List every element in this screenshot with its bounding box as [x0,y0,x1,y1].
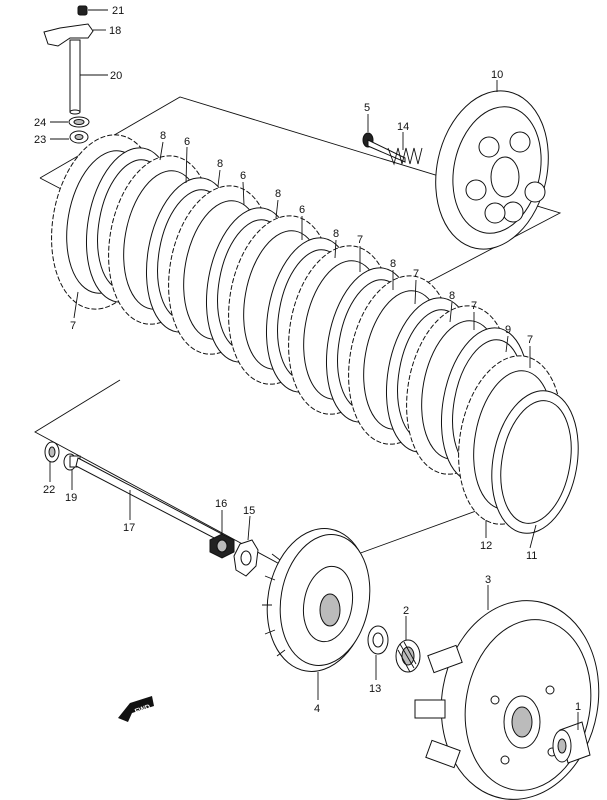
callout-8e: 8 [390,258,396,270]
callout-22: 22 [43,484,55,496]
callout-10: 10 [491,69,503,81]
callout-24: 24 [34,117,46,129]
oil-seal-22 [44,441,60,463]
callout-8d: 8 [333,228,339,240]
callout-6b: 6 [240,170,246,182]
stack-outline-bottom [34,379,576,576]
push-piece-19 [63,453,81,471]
callout-7c: 7 [471,300,477,312]
callout-13: 13 [369,683,381,695]
bolt-21 [77,5,88,16]
callout-7a: 7 [357,234,363,246]
fwd-arrow: FWD [118,696,154,722]
callout-5: 5 [364,102,370,114]
callout-6c: 6 [299,204,305,216]
callout-2: 2 [403,605,409,617]
callout-8b: 8 [217,158,223,170]
callout-21: 21 [112,5,124,17]
callout-7-left: 7 [70,320,76,332]
push-rod-17 [75,457,223,541]
spring-washer-11 [491,390,579,534]
callout-9: 9 [505,324,511,336]
callout-8a: 8 [160,130,166,142]
nut-16 [209,533,235,559]
callout-4: 4 [314,703,320,715]
callout-7d: 7 [527,334,533,346]
callout-19: 19 [65,492,77,504]
release-shaft-20 [69,39,81,113]
spring-14 [387,147,423,166]
callout-16: 16 [215,498,227,510]
callout-17: 17 [123,522,135,534]
callout-8c: 8 [275,188,281,200]
plate-stack [51,134,579,534]
clutch-sleeve-hub-4 [262,528,371,672]
lock-washer-15 [233,539,259,577]
callout-18: 18 [109,25,121,37]
callout-12: 12 [480,540,492,552]
callout-15: 15 [243,505,255,517]
callout-8f: 8 [449,290,455,302]
callout-20: 20 [110,70,122,82]
release-arm-assembly [43,5,94,144]
needle-bearing-2 [395,639,421,673]
callout-11: 11 [526,550,537,562]
bolt-5 [362,132,406,163]
callout-numbers: 21 18 20 24 23 10 5 14 8 6 8 6 8 6 8 7 8… [34,5,581,715]
callout-3: 3 [485,574,491,586]
callout-6a: 6 [184,136,190,148]
callout-23: 23 [34,134,46,146]
callout-1: 1 [575,701,581,713]
callout-14: 14 [397,121,409,133]
spacer-1 [552,721,591,764]
release-arm-18 [43,23,94,47]
pressure-plate-10 [435,90,549,250]
callout-7b: 7 [413,268,419,280]
thrust-washer-13 [367,625,389,655]
leader-lines [49,9,579,730]
clutch-housing-3 [414,600,600,800]
